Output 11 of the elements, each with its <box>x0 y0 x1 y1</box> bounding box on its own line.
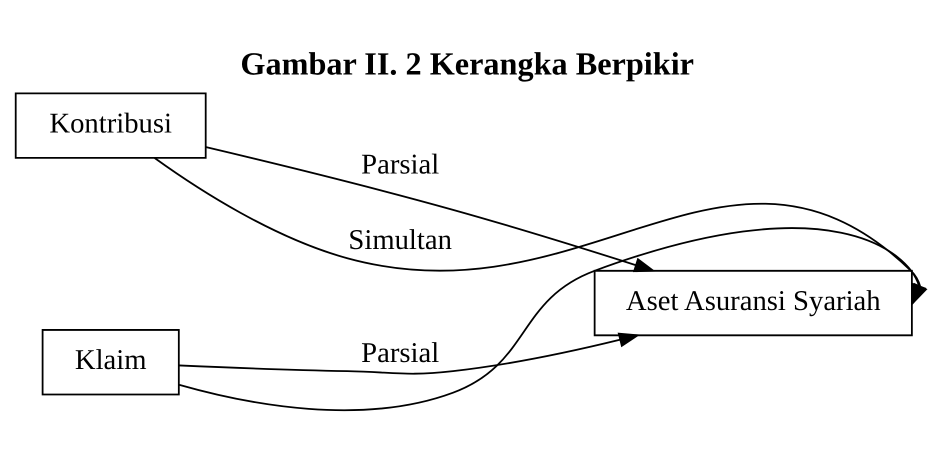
arrow <box>179 332 640 375</box>
edge-label: Parsial <box>361 336 440 369</box>
arrow <box>206 146 656 272</box>
diagram-title: Gambar II. 2 Kerangka Berpikir <box>240 45 694 82</box>
node-box: Kontribusi <box>14 92 207 159</box>
node-box: Aset Asuransi Syariah <box>594 270 913 336</box>
edge-label: Simultan <box>348 224 452 256</box>
arrow <box>179 227 926 411</box>
arrow <box>154 157 928 306</box>
edge-label: Parsial <box>361 148 440 181</box>
node-box: Klaim <box>42 329 180 396</box>
